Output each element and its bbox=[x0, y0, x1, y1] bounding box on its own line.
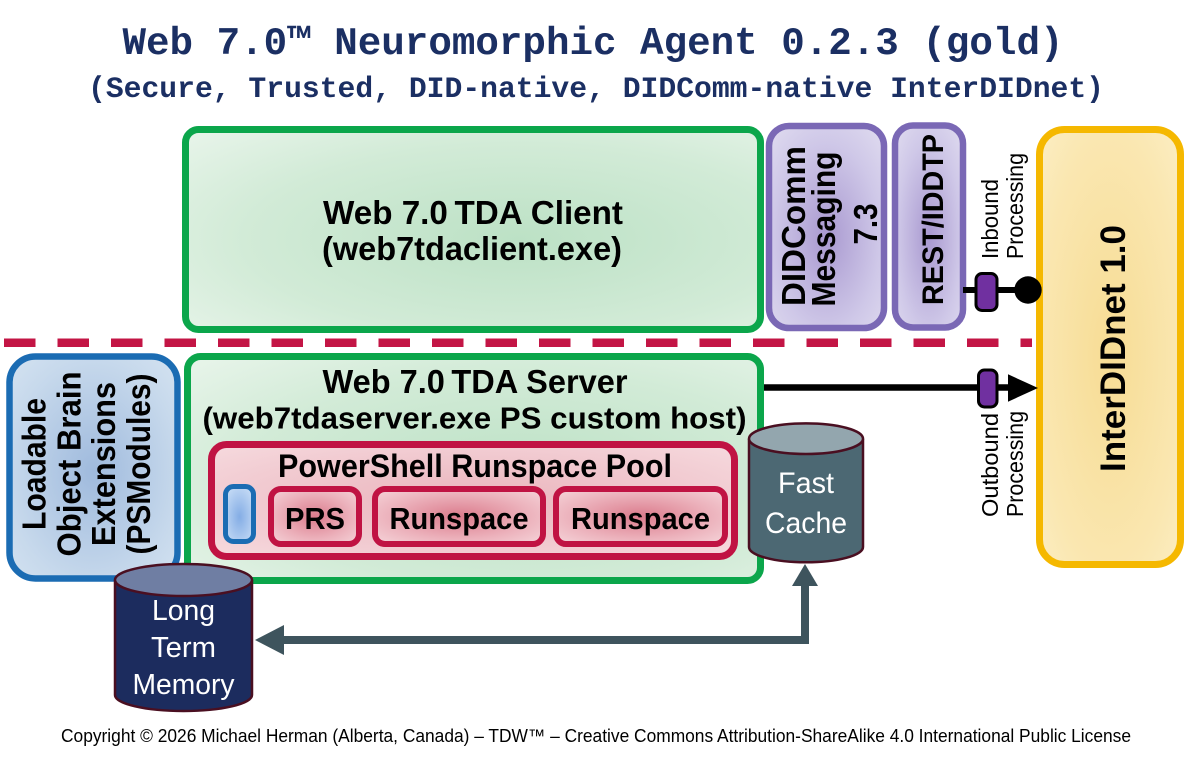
svg-text:Extensions: Extensions bbox=[85, 382, 122, 546]
svg-text:InterDIDnet 1.0: InterDIDnet 1.0 bbox=[1094, 225, 1133, 472]
svg-text:Long: Long bbox=[152, 595, 215, 627]
svg-text:Runspace: Runspace bbox=[571, 501, 710, 536]
svg-text:7.3: 7.3 bbox=[847, 204, 884, 245]
svg-text:Fast: Fast bbox=[778, 467, 835, 500]
svg-text:PRS: PRS bbox=[285, 501, 345, 536]
svg-text:(web7tdaclient.exe): (web7tdaclient.exe) bbox=[322, 230, 622, 267]
svg-text:Processing: Processing bbox=[1002, 411, 1028, 517]
svg-text:Runspace: Runspace bbox=[390, 501, 529, 536]
svg-text:Processing: Processing bbox=[1002, 153, 1028, 259]
svg-text:(web7tdaserver.exe PS custom h: (web7tdaserver.exe PS custom host) bbox=[203, 401, 747, 436]
svg-text:PowerShell Runspace Pool: PowerShell Runspace Pool bbox=[278, 448, 672, 484]
svg-text:Object Brain: Object Brain bbox=[51, 372, 88, 557]
svg-text:Memory: Memory bbox=[133, 669, 235, 701]
svg-text:Copyright © 2026 Michael Herma: Copyright © 2026 Michael Herman (Alberta… bbox=[61, 726, 1131, 746]
svg-text:(Secure, Trusted, DID-native,: (Secure, Trusted, DID-native, DIDComm-na… bbox=[88, 73, 1104, 106]
svg-text:Messaging: Messaging bbox=[805, 152, 842, 307]
svg-text:DIDComm: DIDComm bbox=[775, 146, 812, 306]
svg-text:REST/IDDTP: REST/IDDTP bbox=[917, 134, 950, 305]
svg-text:Web 7.0™ Neuromorphic Agent 0.: Web 7.0™ Neuromorphic Agent 0.2.3 (gold) bbox=[123, 21, 1064, 66]
svg-text:Web 7.0 TDA Server: Web 7.0 TDA Server bbox=[323, 363, 628, 400]
svg-text:Cache: Cache bbox=[765, 507, 847, 540]
svg-text:Outbound: Outbound bbox=[977, 413, 1003, 517]
svg-text:Loadable: Loadable bbox=[16, 398, 53, 530]
svg-text:Inbound: Inbound bbox=[977, 179, 1003, 259]
svg-text:Term: Term bbox=[151, 632, 216, 664]
svg-text:Web 7.0 TDA Client: Web 7.0 TDA Client bbox=[323, 194, 623, 231]
svg-text:(PSModules): (PSModules) bbox=[120, 374, 157, 555]
